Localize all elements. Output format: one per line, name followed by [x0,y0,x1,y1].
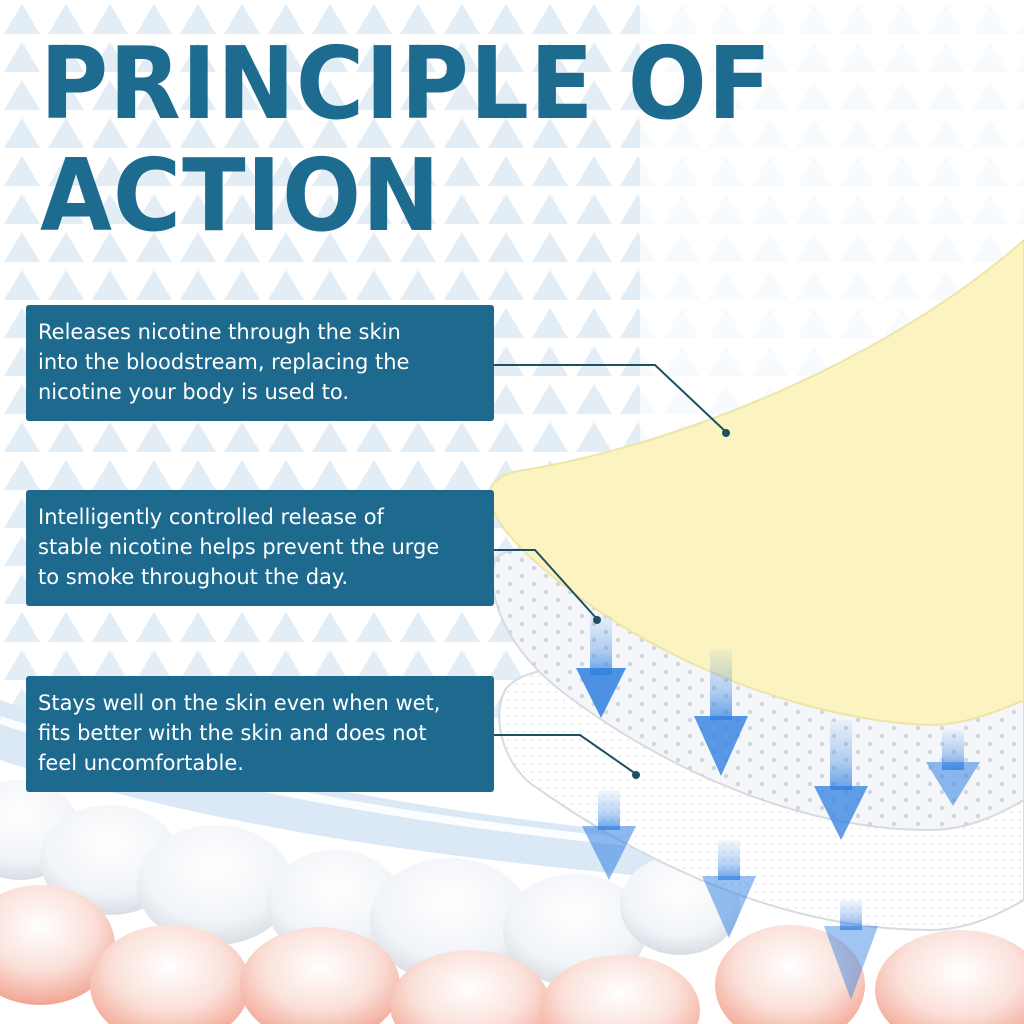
skin-cells [0,780,1024,1024]
callout-text-line: Intelligently controlled release of [38,505,384,529]
callout-releases-nicotine: Releases nicotine through the skin into … [26,305,494,421]
callout-text-line: to smoke throughout the day. [38,565,349,589]
callout-text-line: into the bloodstream, replacing the [38,350,410,374]
title-line-2: ACTION [40,137,441,254]
callout-text-line: feel uncomfortable. [38,751,244,775]
callout-text-line: nicotine your body is used to. [38,380,350,404]
release-arrows [576,615,980,1000]
callout-text-line: Releases nicotine through the skin [38,320,401,344]
callout-controlled-release: Intelligently controlled release of stab… [26,490,494,606]
callout-text-line: stable nicotine helps prevent the urge [38,535,440,559]
callout-text-line: Stays well on the skin even when wet, [38,691,441,715]
leader-lines [494,364,730,779]
callout-text-line: fits better with the skin and does not [38,721,427,745]
page-title: PRINCIPLE OF ACTION [40,28,772,252]
callout-stays-on-skin: Stays well on the skin even when wet, fi… [26,676,494,792]
title-line-1: PRINCIPLE OF [40,25,773,142]
